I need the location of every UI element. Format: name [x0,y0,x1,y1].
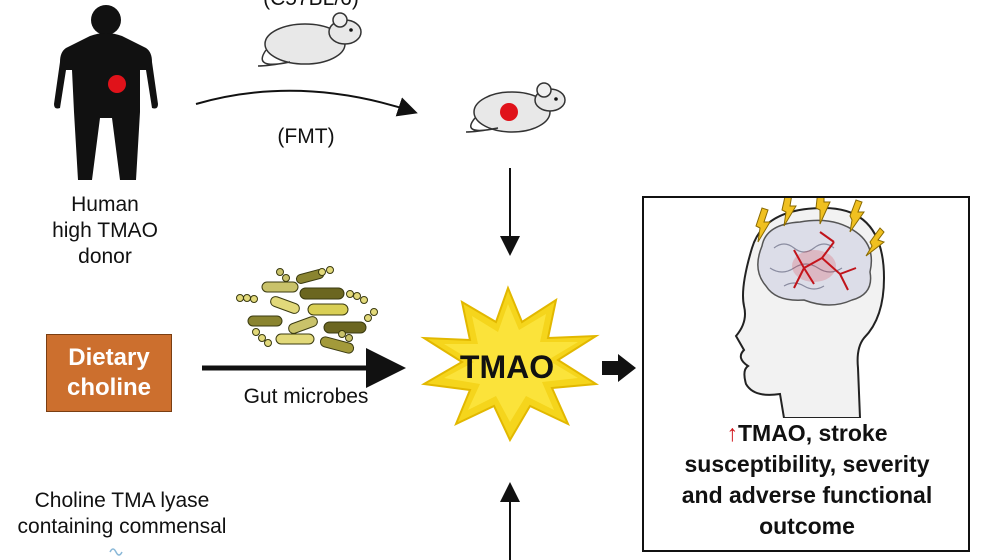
dietary-choline-box: Dietary choline [46,334,172,412]
tmao-to-outcome-arrow-head [618,354,636,382]
gut-microbes-label: Gut microbes [243,385,369,408]
outcome-box [642,196,970,552]
mouse-top-icon [257,12,362,67]
donor-label: Human high TMAO donor [52,193,158,268]
brain-head-icon [734,198,886,418]
commensal-bacterium-icon [109,548,123,556]
fmt-arrow [195,89,418,117]
increase-arrow-icon: ↑ [726,420,738,446]
commensal-label: Choline TMA lyase containing commensal [17,489,227,538]
strain-label: (C57BL/6) [236,0,386,12]
gut-microbes-icon [236,266,378,354]
human-silhouette-icon [54,5,158,180]
outcome-text: ↑TMAO, stroke susceptibility, severity a… [650,418,964,542]
tmao-label: TMAO [459,349,555,385]
fmt-label: (FMT) [277,125,335,148]
mouse-colonized-icon [465,82,566,133]
red-spot-icon [108,75,126,93]
tmao-burst-icon [420,285,600,443]
dietary-choline-label: Dietary choline [66,344,151,401]
outcome-label: TMAO, stroke susceptibility, severity an… [681,420,933,539]
red-spot-icon [500,103,518,121]
